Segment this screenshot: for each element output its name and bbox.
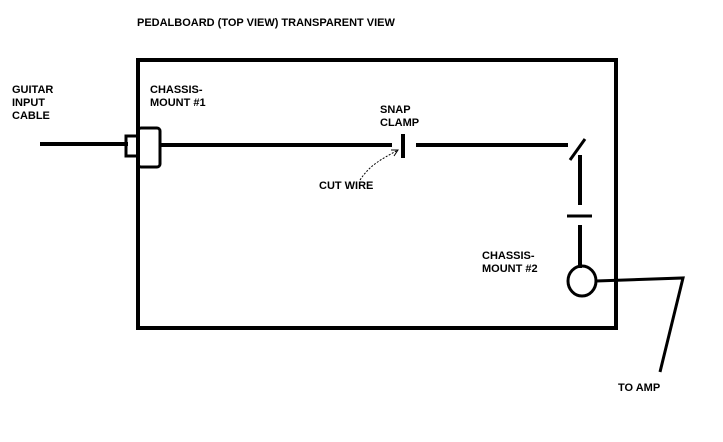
chassis-mount-2-jack xyxy=(566,264,598,298)
pedalboard-outline xyxy=(136,58,618,330)
guitar-input-cable-line-2: INPUT xyxy=(12,97,45,109)
diagram-title: PEDALBOARD (TOP VIEW) TRANSPARENT VIEW xyxy=(137,17,395,29)
chassis-mount-1-label: CHASSIS- MOUNT #1 xyxy=(150,84,206,110)
snap-clamp-line-1: SNAP xyxy=(380,104,411,116)
guitar-input-cable-line-3: CABLE xyxy=(12,110,50,122)
snap-clamp-label: SNAP CLAMP xyxy=(380,104,419,130)
chassis-mount-2-line-2: MOUNT #2 xyxy=(482,263,538,275)
guitar-input-cable-line-1: GUITAR xyxy=(12,84,54,96)
chassis-mount-1-line-1: CHASSIS- xyxy=(150,84,203,96)
chassis-mount-2-line-1: CHASSIS- xyxy=(482,250,535,262)
guitar-input-cable-label: GUITAR INPUT CABLE xyxy=(12,84,53,123)
switch-segment xyxy=(568,138,587,161)
cut-wire-arrow xyxy=(359,149,399,181)
chassis-mount-2-label: CHASSIS- MOUNT #2 xyxy=(482,250,538,276)
chassis-mount-1-line-2: MOUNT #1 xyxy=(150,97,206,109)
to-amp-label: TO AMP xyxy=(618,382,661,394)
cut-wire-label: CUT WIRE xyxy=(319,180,374,192)
output-cable-to-amp xyxy=(595,276,685,373)
chassis-mount-1-jack xyxy=(124,126,162,169)
snap-clamp-line-2: CLAMP xyxy=(380,117,420,129)
